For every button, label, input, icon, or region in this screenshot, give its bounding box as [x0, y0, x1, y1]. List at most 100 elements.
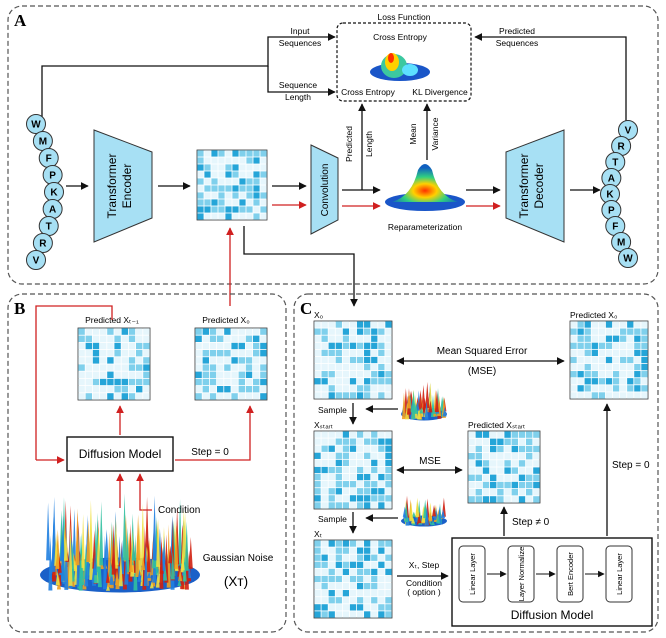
grid-cell: [197, 150, 204, 157]
grid-cell: [605, 342, 613, 349]
grid-cell: [328, 561, 335, 568]
grid-cell: [260, 386, 267, 393]
grid-cell: [378, 547, 385, 554]
sample-label-1: Sample: [318, 405, 347, 415]
grid-cell: [349, 363, 357, 371]
grid-cell: [245, 350, 253, 357]
grid-cell: [591, 385, 598, 392]
grid-cell: [371, 554, 378, 561]
grid-cell: [232, 171, 239, 178]
sequence-letter: W: [623, 254, 633, 265]
grid-cell: [314, 597, 321, 604]
grid-cell: [328, 378, 335, 385]
grid-cell: [328, 611, 335, 618]
grid-cell: [342, 540, 350, 547]
grid-cell: [246, 185, 253, 192]
grid-cell: [364, 597, 371, 604]
grid-cell: [482, 438, 490, 445]
grid-cell: [605, 356, 613, 364]
grid-cell: [526, 489, 533, 496]
grid-cell: [612, 349, 620, 357]
grid-cell: [197, 192, 204, 199]
noise-spike: [140, 503, 145, 566]
input-sequences-label-1: Input: [291, 26, 311, 36]
grid-cell: [356, 540, 364, 547]
grid-cell: [511, 474, 518, 481]
grid-cell: [385, 445, 392, 452]
grid-cell: [577, 392, 584, 399]
grid-cell: [100, 335, 107, 342]
grid-cell: [260, 185, 267, 192]
grid-cell: [239, 206, 246, 213]
noise-spike: [411, 511, 416, 518]
noise-spike: [129, 549, 134, 572]
grid-cell: [584, 335, 591, 342]
grid-cell: [238, 342, 245, 350]
grid-cell: [591, 363, 598, 371]
noise-spike: [442, 406, 447, 417]
grid-cell: [349, 349, 357, 357]
noise-spike: [152, 495, 157, 560]
grid-cell: [335, 371, 342, 378]
grid-cell: [620, 342, 627, 349]
noise-spike: [405, 402, 410, 420]
grid-cell: [364, 445, 371, 452]
noise-spike: [97, 550, 102, 588]
grid-cell: [321, 561, 328, 568]
sample-label-2: Sample: [318, 514, 347, 524]
grid-cell: [342, 321, 350, 328]
grid-cell: [225, 213, 232, 220]
grid-cell: [335, 554, 342, 561]
grid-cell: [342, 575, 350, 583]
grid-cell: [634, 371, 641, 378]
grid-cell: [385, 590, 392, 597]
grid-cell: [349, 547, 357, 554]
sequence-letter: W: [31, 120, 41, 131]
grid-cell: [204, 171, 211, 178]
grid-cell: [231, 364, 238, 371]
noise-spike: [181, 510, 186, 563]
grid-cell: [497, 453, 504, 460]
grid-cell: [385, 363, 392, 371]
grid-cell: [356, 342, 364, 349]
noise-spike: [436, 513, 441, 524]
grid-cell: [217, 393, 224, 400]
grid-cell: [570, 328, 577, 335]
grid-cell: [253, 350, 260, 357]
grid-cell: [85, 335, 92, 342]
grid-cell: [328, 371, 335, 378]
grid-cell: [239, 150, 246, 157]
input-sequences-label-2: Sequences: [279, 38, 322, 48]
grid-cell: [371, 392, 378, 399]
grid-cell: [321, 385, 328, 392]
noise-spike: [72, 509, 77, 567]
noise-spike: [424, 506, 429, 525]
grid-cell: [197, 157, 204, 164]
noise-spike: [55, 553, 60, 569]
grid-cell: [335, 547, 342, 554]
predicted-x0-label-c: Predicted X₀: [570, 310, 618, 320]
grid-cell: [195, 393, 202, 400]
predicted-xstart-label: Predicted Xₛₜₐᵣₜ: [468, 420, 526, 430]
grid-cell: [143, 386, 150, 393]
decoder-label-2: Decoder: [532, 163, 546, 208]
grid-cell: [371, 597, 378, 604]
diffusion-layer-label: Layer Normalize: [517, 547, 526, 602]
grid-cell: [321, 321, 328, 328]
grid-cell: [385, 378, 392, 385]
grid-cell: [371, 356, 378, 364]
grid-cell: [364, 575, 371, 583]
grid-cell: [342, 356, 350, 364]
grid-cell: [231, 328, 238, 335]
grid-cell: [533, 453, 540, 460]
grid-cell: [232, 157, 239, 164]
grid-cell: [85, 393, 92, 400]
grid-cell: [231, 371, 238, 378]
kl-divergence-label: KL Divergence: [412, 87, 468, 97]
grid-cell: [314, 445, 321, 452]
grid-cell: [371, 335, 378, 342]
grid-cell: [349, 392, 357, 399]
grid-cell: [211, 213, 218, 220]
grid-cell: [202, 364, 209, 371]
grid-cell: [482, 445, 490, 453]
